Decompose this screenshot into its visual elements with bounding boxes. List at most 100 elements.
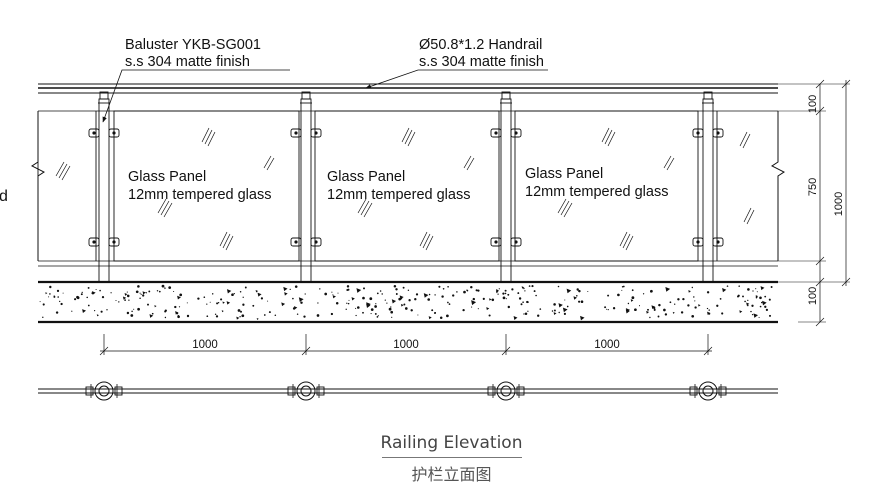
aggregate — [566, 288, 572, 294]
aggregate — [630, 299, 634, 302]
aggregate — [363, 287, 365, 290]
aggregate — [296, 313, 299, 315]
aggregate — [477, 289, 480, 292]
aggregate — [563, 312, 566, 315]
baluster-post — [490, 91, 522, 283]
aggregate — [407, 289, 410, 292]
aggregate — [533, 290, 536, 293]
aggregate — [607, 308, 609, 311]
aggregate — [126, 311, 130, 315]
aggregate — [317, 302, 319, 304]
aggregate — [761, 301, 763, 304]
aggregate — [527, 310, 529, 312]
aggregate — [374, 312, 377, 315]
aggregate — [706, 307, 709, 310]
aggregate — [149, 314, 154, 318]
aggregate — [267, 300, 269, 302]
aggregate — [215, 315, 219, 318]
aggregate — [175, 311, 179, 315]
aggregate — [381, 293, 383, 295]
aggregate — [240, 310, 242, 313]
aggregate — [663, 308, 666, 312]
aggregate — [517, 292, 520, 295]
aggregate — [578, 300, 581, 303]
aggregate — [101, 296, 105, 299]
aggregate — [158, 290, 161, 293]
aggregate — [81, 291, 83, 294]
aggregate — [638, 305, 641, 307]
aggregate — [242, 296, 244, 298]
aggregate — [751, 313, 754, 316]
aggregate — [649, 316, 651, 319]
aggregate — [49, 293, 51, 295]
aggregate — [520, 303, 523, 306]
aggregate — [391, 299, 397, 304]
aggregate — [604, 306, 607, 309]
right-guides — [778, 83, 850, 323]
plan-post — [689, 381, 727, 401]
aggregate — [356, 288, 362, 293]
aggregate — [221, 310, 224, 313]
aggregate — [179, 293, 183, 297]
aggregate — [669, 301, 672, 304]
aggregate — [145, 292, 147, 294]
aggregate — [627, 302, 630, 305]
aggregate — [759, 296, 762, 300]
aggregate — [747, 304, 749, 307]
aggregate — [502, 296, 506, 300]
aggregate — [345, 308, 347, 310]
drawing-title: Railing Elevation — [380, 433, 523, 453]
aggregate — [477, 308, 479, 310]
aggregate — [653, 308, 656, 311]
aggregate — [148, 290, 151, 293]
aggregate — [139, 292, 141, 294]
aggregate — [650, 289, 653, 293]
aggregate — [395, 293, 398, 295]
aggregate — [161, 284, 165, 288]
panel-2-spec: 12mm tempered glass — [327, 187, 470, 203]
aggregate — [489, 298, 492, 301]
aggregate — [448, 303, 451, 305]
aggregate — [551, 310, 554, 312]
aggregate — [131, 310, 133, 313]
aggregate — [110, 292, 112, 294]
panel-3-spec: 12mm tempered glass — [525, 184, 668, 200]
aggregate — [377, 315, 379, 317]
aggregate — [209, 301, 211, 303]
aggregate — [59, 300, 61, 303]
aggregate — [87, 304, 90, 307]
aggregate — [164, 309, 167, 312]
dim-vertical-bottom: 100 — [807, 287, 819, 305]
aggregate — [80, 293, 83, 296]
aggregate — [355, 307, 357, 309]
aggregate — [226, 289, 232, 294]
aggregate — [351, 297, 355, 301]
aggregate — [48, 296, 50, 298]
aggregate — [331, 291, 333, 293]
aggregate — [236, 316, 240, 320]
aggregate — [739, 310, 743, 314]
aggregate — [691, 286, 693, 289]
aggregate — [42, 303, 45, 306]
aggregate — [82, 309, 87, 314]
aggregate — [294, 285, 298, 288]
aggregate — [139, 297, 141, 300]
aggregate — [708, 312, 711, 315]
drawing-title-chinese: 护栏立面图 — [411, 465, 492, 484]
aggregate — [284, 292, 288, 296]
aggregate — [388, 307, 392, 311]
aggregate — [115, 299, 117, 302]
aggregate — [522, 301, 524, 303]
aggregate — [142, 291, 146, 295]
aggregate — [347, 302, 350, 305]
aggregate — [231, 293, 234, 297]
aggregate — [393, 285, 397, 288]
aggregate — [691, 314, 695, 318]
aggregate — [39, 301, 41, 303]
aggregate — [76, 295, 79, 299]
aggregate — [298, 297, 304, 302]
aggregate — [376, 316, 379, 318]
aggregate — [606, 308, 607, 310]
aggregate — [220, 298, 223, 301]
dim-vertical-total: 1000 — [833, 192, 845, 216]
